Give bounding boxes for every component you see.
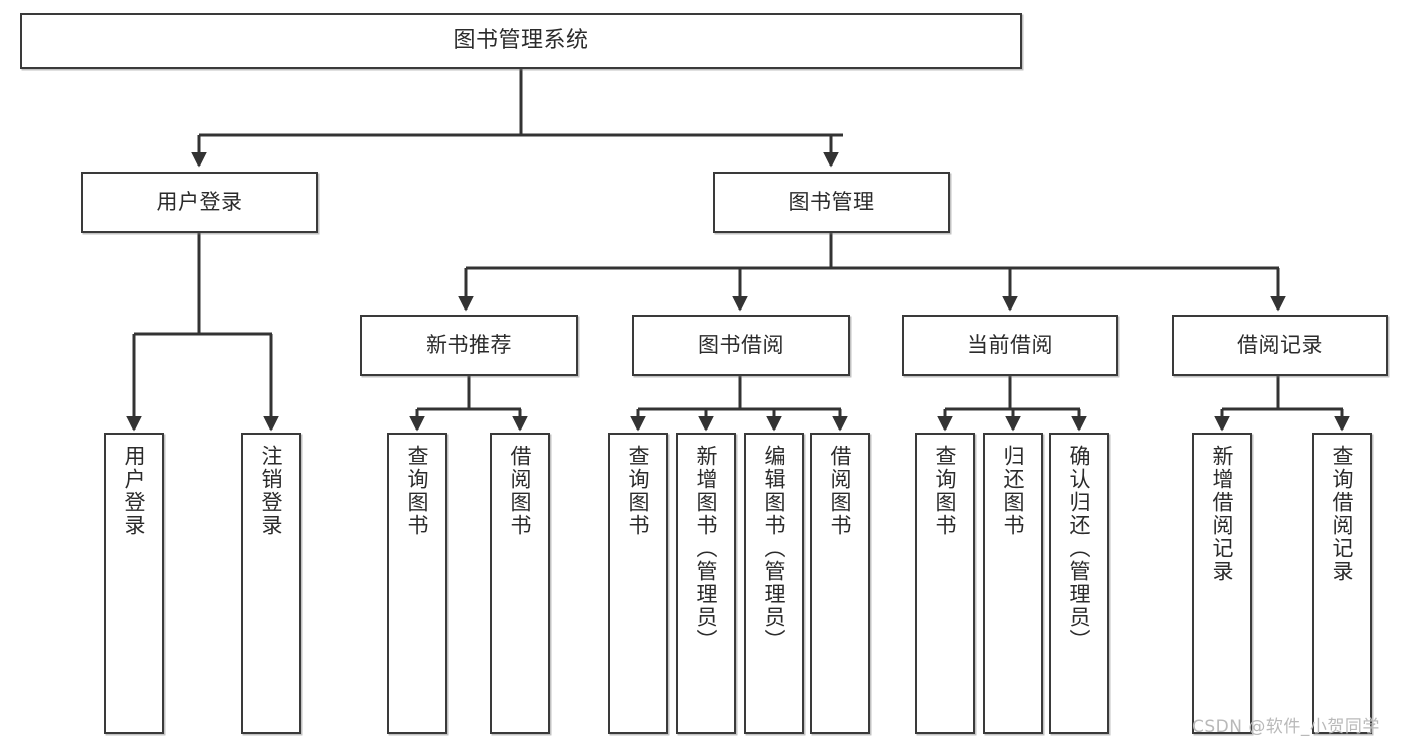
- node-current-borrow-label: 当前借阅: [967, 333, 1053, 358]
- node-borrow-record-label: 借阅记录: [1237, 333, 1323, 358]
- node-new-book-recommend[interactable]: 新书推荐: [360, 315, 578, 376]
- node-leaf-query-book-1-label: 查询图书: [405, 445, 430, 537]
- node-leaf-query-book-2[interactable]: 查询图书: [608, 433, 668, 734]
- node-leaf-user-login-label: 用户登录: [122, 445, 147, 537]
- node-leaf-query-borrow-record-label: 查询借阅记录: [1330, 445, 1355, 583]
- node-leaf-borrow-book-1-label: 借阅图书: [508, 445, 533, 537]
- node-leaf-return-book-label: 归还图书: [1001, 445, 1026, 537]
- node-borrow-record[interactable]: 借阅记录: [1172, 315, 1388, 376]
- node-book-management[interactable]: 图书管理: [713, 172, 950, 233]
- node-current-borrow[interactable]: 当前借阅: [902, 315, 1118, 376]
- node-user-login-label: 用户登录: [156, 190, 243, 215]
- node-leaf-borrow-book-1[interactable]: 借阅图书: [490, 433, 550, 734]
- node-leaf-logout-login[interactable]: 注销登录: [241, 433, 301, 734]
- node-book-management-label: 图书管理: [788, 190, 875, 215]
- node-leaf-query-book-2-label: 查询图书: [626, 445, 651, 537]
- node-leaf-confirm-return-label: 确认归还（管理员）: [1067, 445, 1092, 652]
- node-leaf-borrow-book-2[interactable]: 借阅图书: [810, 433, 870, 734]
- node-leaf-return-book[interactable]: 归还图书: [983, 433, 1043, 734]
- node-leaf-query-borrow-record[interactable]: 查询借阅记录: [1312, 433, 1372, 734]
- node-leaf-query-book-3[interactable]: 查询图书: [915, 433, 975, 734]
- node-new-book-recommend-label: 新书推荐: [426, 333, 512, 358]
- node-leaf-add-book[interactable]: 新增图书（管理员）: [676, 433, 736, 734]
- node-leaf-confirm-return[interactable]: 确认归还（管理员）: [1049, 433, 1109, 734]
- node-user-login[interactable]: 用户登录: [81, 172, 318, 233]
- node-leaf-borrow-book-2-label: 借阅图书: [828, 445, 853, 537]
- csdn-watermark: CSDN @软件_小贺同学: [1192, 717, 1380, 737]
- node-leaf-edit-book-label: 编辑图书（管理员）: [762, 445, 787, 652]
- node-root-book-management-system[interactable]: 图书管理系统: [20, 13, 1022, 69]
- node-leaf-user-login[interactable]: 用户登录: [104, 433, 164, 734]
- node-leaf-edit-book[interactable]: 编辑图书（管理员）: [744, 433, 804, 734]
- node-leaf-add-book-label: 新增图书（管理员）: [694, 445, 719, 652]
- node-leaf-query-book-3-label: 查询图书: [933, 445, 958, 537]
- node-leaf-query-book-1[interactable]: 查询图书: [387, 433, 447, 734]
- node-book-borrow-label: 图书借阅: [698, 333, 784, 358]
- node-leaf-add-borrow-record-label: 新增借阅记录: [1210, 445, 1235, 583]
- node-leaf-logout-login-label: 注销登录: [259, 445, 284, 537]
- node-book-borrow[interactable]: 图书借阅: [632, 315, 850, 376]
- node-leaf-add-borrow-record[interactable]: 新增借阅记录: [1192, 433, 1252, 734]
- node-root-label: 图书管理系统: [453, 28, 589, 54]
